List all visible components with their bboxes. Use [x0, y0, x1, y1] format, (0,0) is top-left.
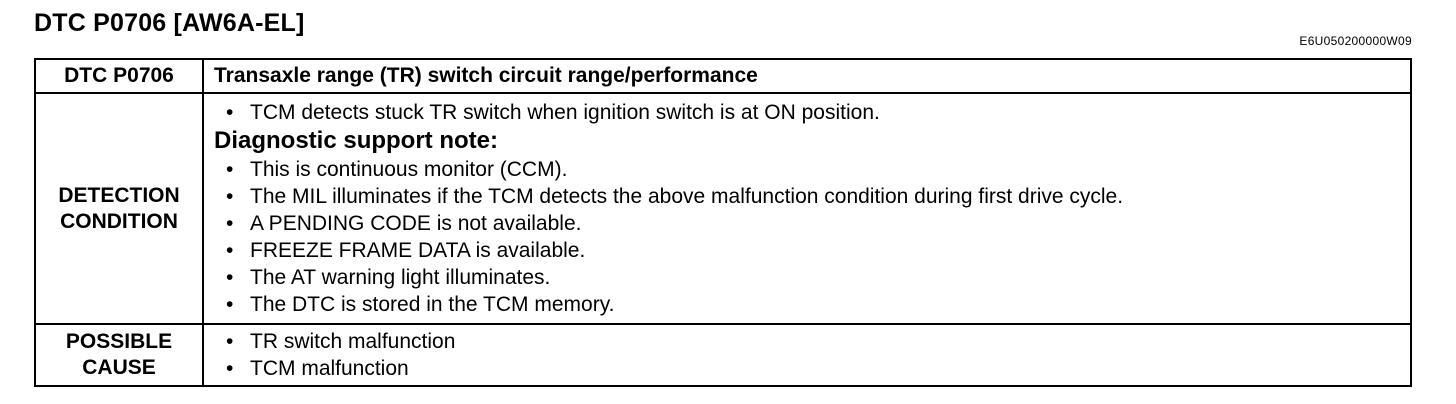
diagnostic-support-note-heading: Diagnostic support note:: [214, 127, 498, 154]
possible-cause-label-cell: POSSIBLE CAUSE: [34, 323, 204, 387]
bullet-icon: •: [226, 357, 234, 380]
list-item: • TR switch malfunction: [214, 328, 1410, 355]
dtc-label-cell: DTC P0706: [34, 58, 204, 94]
bullet-icon: •: [226, 212, 234, 235]
list-item: • TCM malfunction: [214, 355, 1410, 382]
list-item-text: TR switch malfunction: [250, 330, 456, 353]
page-title: DTC P0706 [AW6A-EL]: [34, 9, 305, 37]
list-item: • This is continuous monitor (CCM).: [214, 156, 1410, 183]
cause-label-line2: CAUSE: [82, 356, 156, 379]
list-item: • The MIL illuminates if the TCM detects…: [214, 183, 1410, 210]
detection-label-line2: CONDITION: [60, 209, 178, 233]
detection-label-line1: DETECTION: [58, 183, 180, 207]
dtc-label: DTC P0706: [64, 64, 174, 87]
bullet-icon: •: [226, 158, 234, 181]
bullet-icon: •: [226, 101, 234, 124]
cause-list: • TR switch malfunction • TCM malfunctio…: [204, 328, 1410, 382]
bullet-icon: •: [226, 293, 234, 316]
list-item-text: A PENDING CODE is not available.: [250, 212, 582, 235]
bullet-icon: •: [226, 239, 234, 262]
table-row-possible-cause: POSSIBLE CAUSE • TR switch malfunction •…: [34, 323, 1412, 387]
detection-condition-cell: • TCM detects stuck TR switch when ignit…: [202, 92, 1412, 325]
list-item-text: The AT warning light illuminates.: [250, 266, 551, 289]
bullet-icon: •: [226, 185, 234, 208]
detection-list: • TCM detects stuck TR switch when ignit…: [204, 99, 1410, 126]
table-row-dtc: DTC P0706 Transaxle range (TR) switch ci…: [34, 58, 1412, 94]
dtc-description: Transaxle range (TR) switch circuit rang…: [214, 64, 758, 87]
detection-condition-label-cell: DETECTION CONDITION: [34, 92, 204, 325]
cause-label-line1: POSSIBLE: [65, 330, 173, 353]
list-item-text: TCM malfunction: [250, 357, 409, 380]
list-item-text: TCM detects stuck TR switch when ignitio…: [250, 101, 880, 124]
table-row-detection-condition: DETECTION CONDITION • TCM detects stuck …: [34, 92, 1412, 325]
list-item: • FREEZE FRAME DATA is available.: [214, 237, 1410, 264]
list-item: • The DTC is stored in the TCM memory.: [214, 291, 1410, 318]
bullet-icon: •: [226, 266, 234, 289]
list-item-text: This is continuous monitor (CCM).: [250, 158, 568, 181]
support-note-list: • This is continuous monitor (CCM). • Th…: [204, 156, 1410, 318]
list-item: • A PENDING CODE is not available.: [214, 210, 1410, 237]
list-item-text: The DTC is stored in the TCM memory.: [250, 293, 615, 316]
dtc-description-cell: Transaxle range (TR) switch circuit rang…: [202, 58, 1412, 94]
bullet-icon: •: [226, 330, 234, 353]
list-item: • TCM detects stuck TR switch when ignit…: [214, 99, 1410, 126]
document-code: E6U050200000W09: [1299, 34, 1412, 48]
list-item-text: The MIL illuminates if the TCM detects t…: [250, 185, 1124, 208]
list-item: • The AT warning light illuminates.: [214, 264, 1410, 291]
possible-cause-cell: • TR switch malfunction • TCM malfunctio…: [202, 323, 1412, 387]
dtc-table: DTC P0706 Transaxle range (TR) switch ci…: [34, 58, 1412, 387]
list-item-text: FREEZE FRAME DATA is available.: [250, 239, 586, 262]
